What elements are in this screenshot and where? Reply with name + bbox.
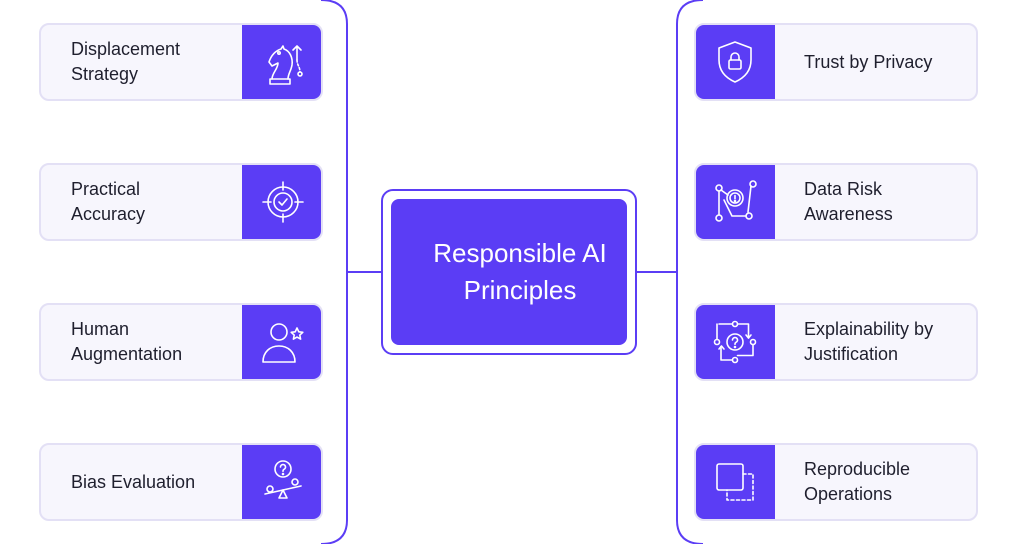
card-trust-by-privacy: Trust by Privacy — [694, 23, 978, 101]
card-label-line2: Augmentation — [71, 344, 183, 364]
card-label-line2: Justification — [804, 344, 899, 364]
card-label-line1: Practical — [71, 179, 141, 199]
card-label-line2: Operations — [804, 484, 893, 504]
card-label: Practical Accuracy — [71, 165, 231, 239]
card-label: Bias Evaluation — [71, 445, 231, 519]
card-practical-accuracy: Practical Accuracy — [39, 163, 323, 241]
card-human-augmentation: Human Augmentation — [39, 303, 323, 381]
central-topic-panel: Responsible AI Principles — [391, 199, 627, 345]
card-label-line1: Explainability by — [804, 319, 934, 339]
card-label-line1: Trust by Privacy — [804, 51, 933, 72]
card-label: Data Risk Awareness — [804, 165, 966, 239]
card-label-line1: Bias Evaluation — [71, 471, 196, 492]
card-data-risk-awareness: Data Risk Awareness — [694, 163, 978, 241]
card-reproducible-operations: Reproducible Operations — [694, 443, 978, 521]
card-explainability-by-justification: Explainability by Justification — [694, 303, 978, 381]
card-label: Human Augmentation — [71, 305, 231, 379]
card-label: Trust by Privacy — [804, 25, 966, 99]
card-label: Explainability by Justification — [804, 305, 966, 379]
central-topic: Responsible AI Principles — [381, 189, 637, 355]
shield-lock-icon — [696, 25, 775, 99]
balance-question-icon — [242, 445, 321, 519]
card-label-line1: Human — [71, 319, 130, 339]
central-title-line1: Responsible AI — [433, 238, 607, 268]
target-check-icon — [242, 165, 321, 239]
data-risk-network-icon — [696, 165, 775, 239]
left-bracket — [320, 0, 348, 544]
card-label-line1: Reproducible — [804, 459, 911, 479]
card-label-line2: Awareness — [804, 204, 893, 224]
question-cycle-icon — [696, 305, 775, 379]
card-displacement-strategy: Displacement Strategy — [39, 23, 323, 101]
card-label-line2: Strategy — [71, 64, 139, 84]
card-label-line2: Accuracy — [71, 204, 146, 224]
central-topic-title: Responsible AI Principles — [425, 235, 615, 309]
central-title-line2: Principles — [463, 275, 577, 305]
duplicate-squares-icon — [696, 445, 775, 519]
chess-knight-icon — [242, 25, 321, 99]
card-label: Displacement Strategy — [71, 25, 231, 99]
card-label: Reproducible Operations — [804, 445, 966, 519]
card-bias-evaluation: Bias Evaluation — [39, 443, 323, 521]
card-label-line1: Data Risk — [804, 179, 883, 199]
card-label-line1: Displacement — [71, 39, 181, 59]
user-star-icon — [242, 305, 321, 379]
